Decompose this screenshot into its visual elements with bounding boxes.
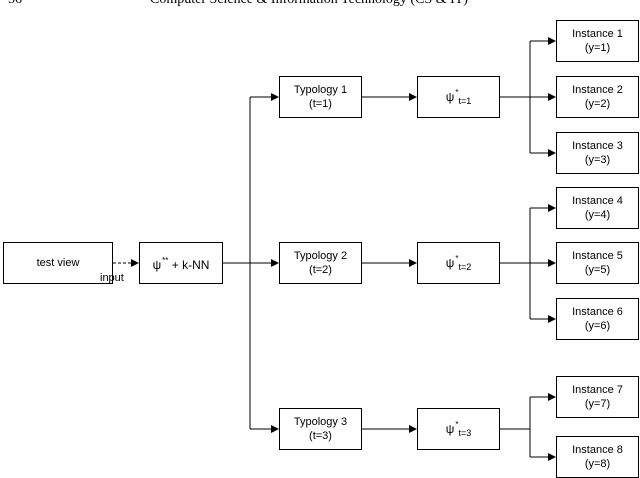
running-title: Computer Science & Information Technolog… [150, 0, 468, 8]
instance-condition: (y=2) [584, 98, 611, 110]
psi-box-1: ψ*t=1 [417, 76, 500, 118]
instance-condition: (y=1) [584, 42, 611, 54]
typology-condition: (t=2) [309, 264, 332, 276]
instance-condition: (y=8) [584, 458, 611, 470]
typology-box-1: Typology 1 (t=1) [279, 76, 362, 118]
instance-condition: (y=7) [584, 398, 611, 410]
instance-name: Instance 4 [572, 195, 623, 207]
psi-superscript: * [455, 254, 459, 263]
instance-condition: (y=5) [584, 264, 611, 276]
instance-name: Instance 6 [572, 306, 623, 318]
knn-suffix: + k-NN [171, 258, 210, 272]
instance-condition: (y=6) [584, 320, 611, 332]
instance-box-3: Instance 3 (y=3) [556, 132, 639, 174]
instance-box-2: Instance 2 (y=2) [556, 76, 639, 118]
psi-symbol: ψ [445, 256, 455, 270]
instance-condition: (y=3) [584, 154, 611, 166]
instance-box-4: Instance 4 (y=4) [556, 187, 639, 229]
psi-symbol: ψ [445, 422, 455, 436]
test-view-label: test view [36, 257, 80, 269]
typology-name: Typology 2 [293, 250, 348, 262]
typology-condition: (t=1) [309, 98, 332, 110]
input-edge-label: input [100, 272, 124, 284]
instance-name: Instance 5 [572, 250, 623, 262]
typology-name: Typology 3 [293, 416, 348, 428]
psi-subscript: t=3 [458, 428, 472, 438]
instance-box-8: Instance 8 (y=8) [556, 436, 639, 478]
instance-name: Instance 3 [572, 140, 623, 152]
instance-box-7: Instance 7 (y=7) [556, 376, 639, 418]
page-number: 56 [8, 0, 22, 8]
psi-box-2: ψ*t=2 [417, 242, 500, 284]
knn-box: ψ** + k-NN [139, 242, 223, 284]
psi-superscript: * [455, 88, 459, 97]
typology-name: Typology 1 [293, 84, 348, 96]
knn-superscript: ** [162, 256, 169, 265]
instance-condition: (y=4) [584, 209, 611, 221]
instance-name: Instance 8 [572, 444, 623, 456]
psi-symbol: ψ [445, 90, 455, 104]
psi-box-3: ψ*t=3 [417, 408, 500, 450]
psi-subscript: t=1 [458, 96, 472, 106]
page-header: 56 Computer Science & Information Techno… [0, 0, 640, 12]
instance-name: Instance 1 [572, 28, 623, 40]
typology-condition: (t=3) [309, 430, 332, 442]
knn-psi-symbol: ψ [152, 258, 162, 272]
typology-box-3: Typology 3 (t=3) [279, 408, 362, 450]
instance-box-1: Instance 1 (y=1) [556, 20, 639, 62]
instance-box-6: Instance 6 (y=6) [556, 298, 639, 340]
instance-name: Instance 2 [572, 84, 623, 96]
psi-superscript: * [455, 420, 459, 429]
typology-box-2: Typology 2 (t=2) [279, 242, 362, 284]
instance-name: Instance 7 [572, 384, 623, 396]
instance-box-5: Instance 5 (y=5) [556, 242, 639, 284]
test-view-box: test view [3, 242, 113, 284]
psi-subscript: t=2 [458, 262, 472, 272]
